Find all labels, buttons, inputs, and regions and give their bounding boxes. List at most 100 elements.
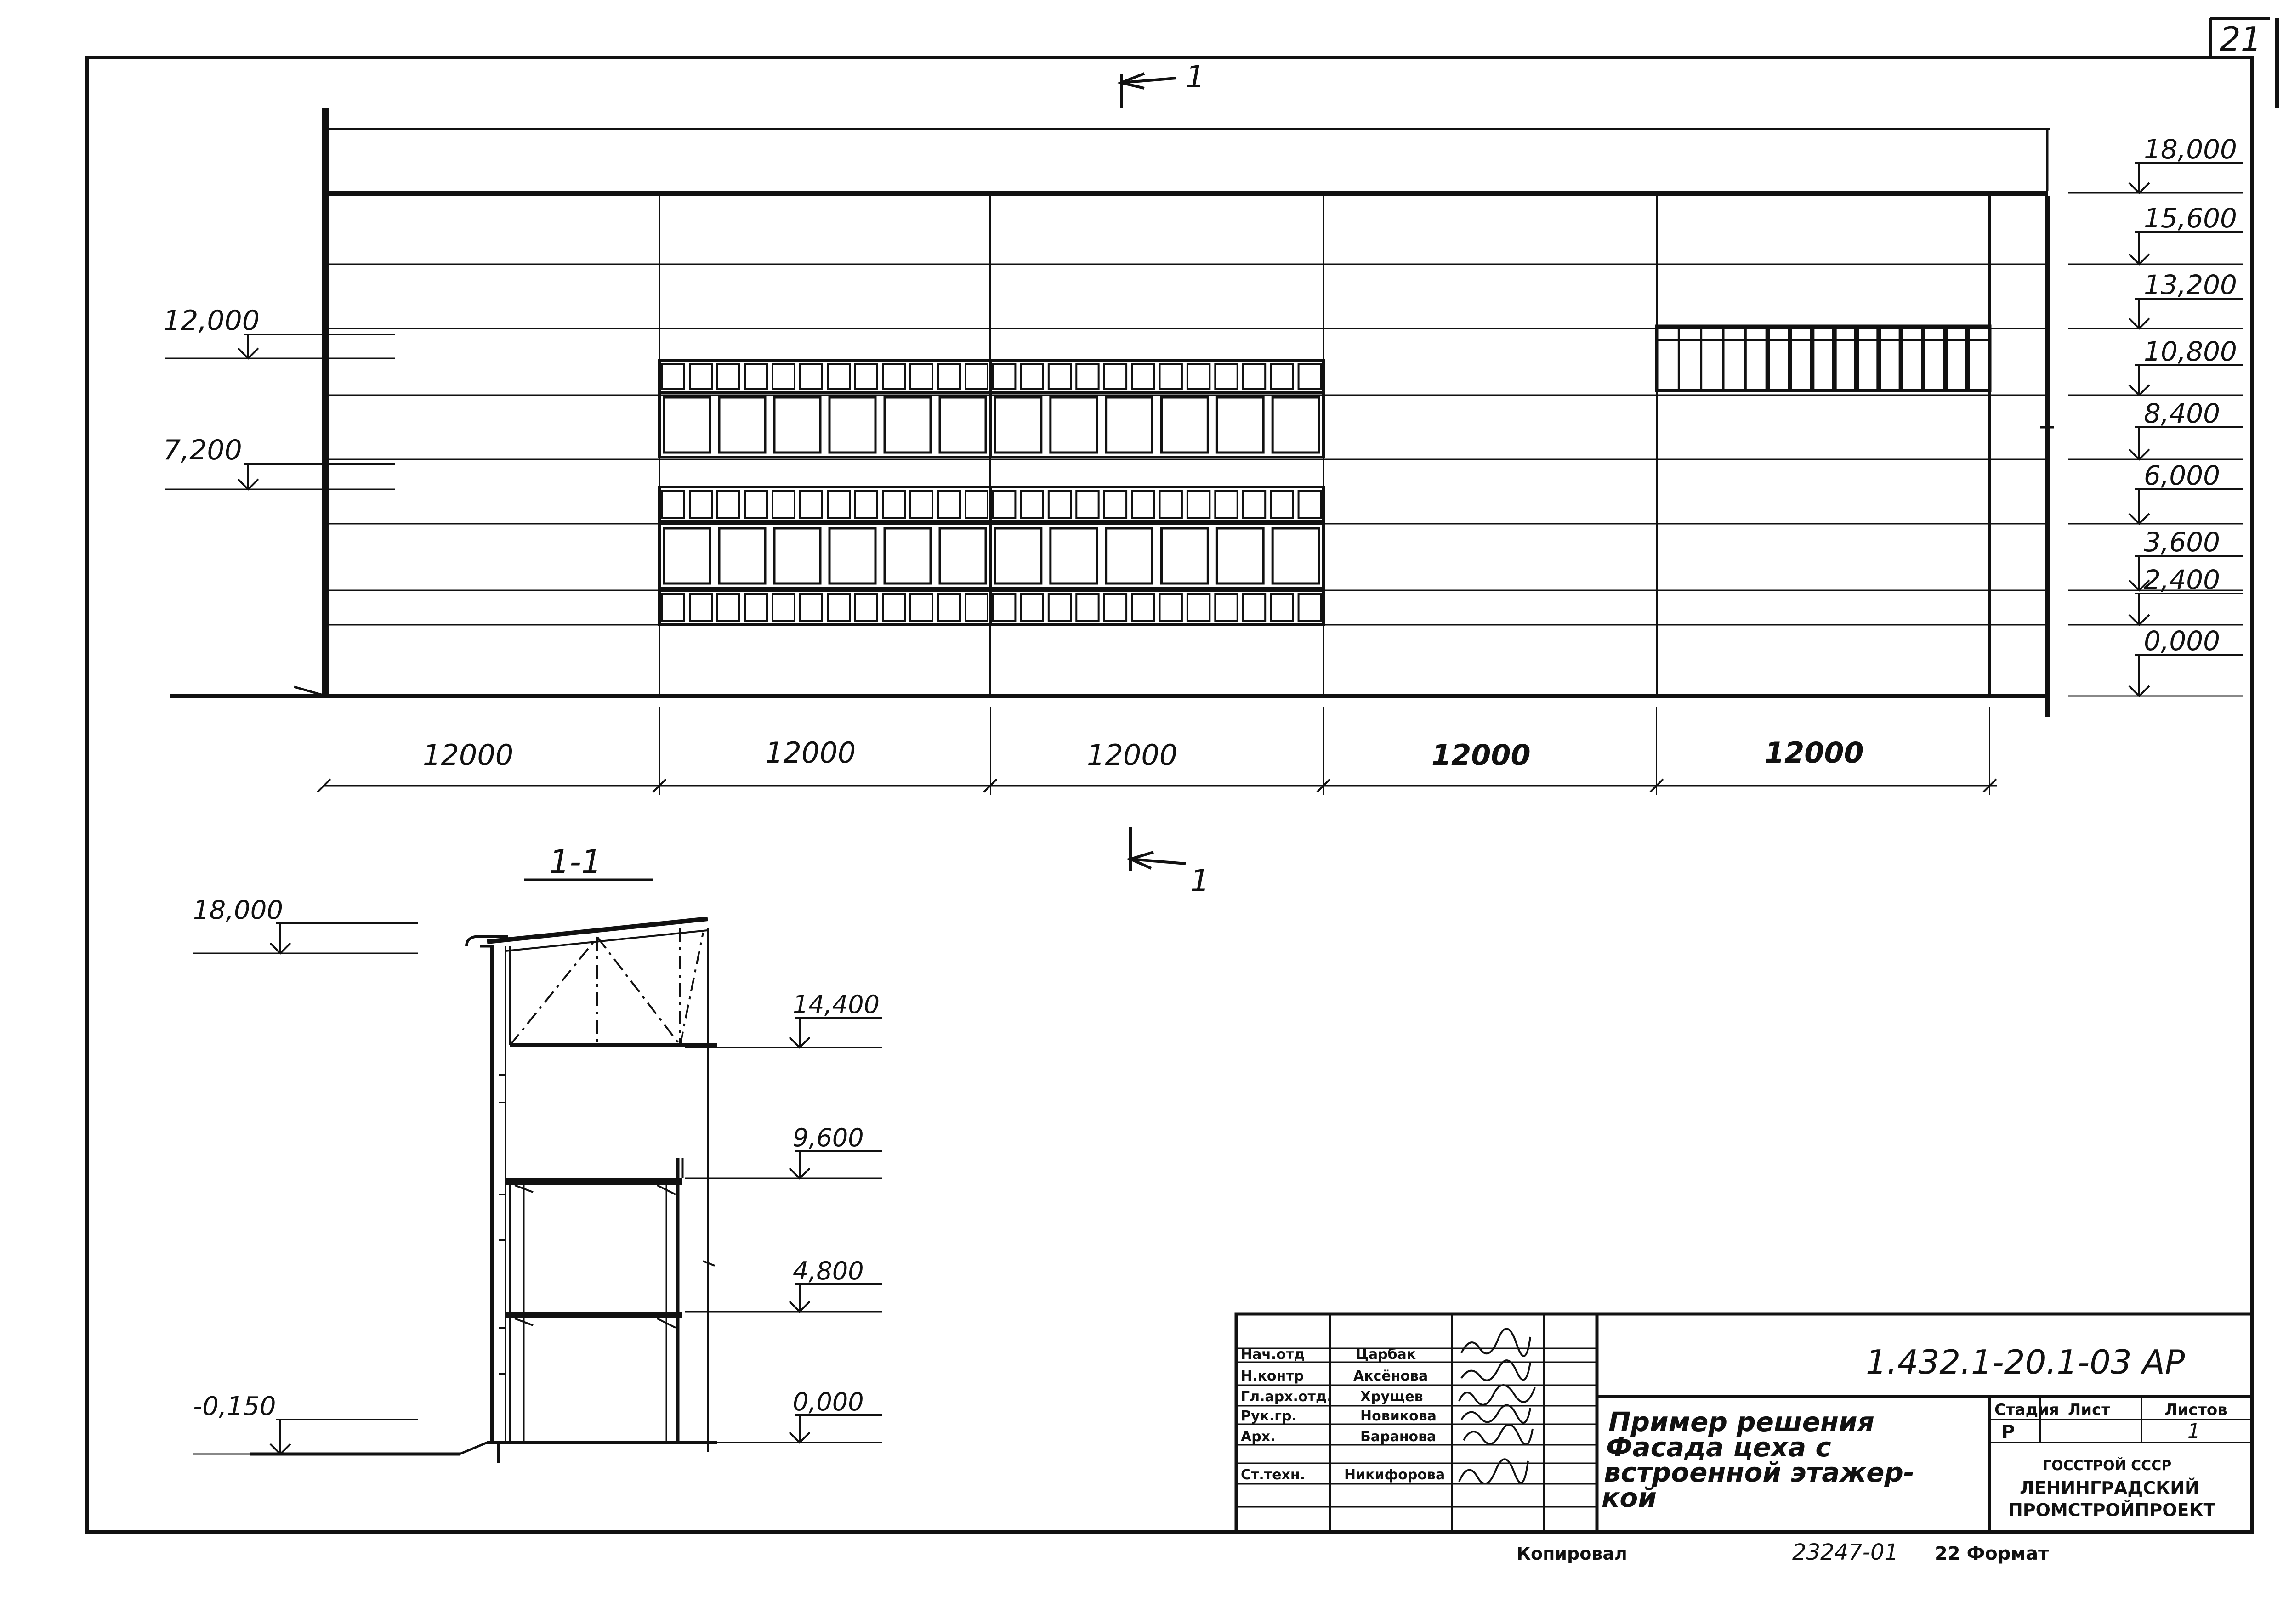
window-pane — [1160, 527, 1209, 585]
facade-level-right-5-label: 6,000 — [2144, 460, 2220, 491]
facade-level-right-7-label: 2,400 — [2144, 564, 2220, 595]
window-pane — [1242, 490, 1267, 519]
sheet-header: Лист — [2068, 1401, 2110, 1419]
window-pane — [1075, 593, 1100, 622]
role-2: Н.контр — [1241, 1368, 1304, 1384]
window-pane — [1103, 363, 1128, 390]
title-line-4: кой — [1602, 1482, 1657, 1513]
window-pane — [716, 593, 740, 622]
section-level-right-0-arrow — [789, 1036, 811, 1049]
window-pane — [661, 593, 685, 622]
window-pane — [854, 490, 878, 519]
facade-level-right-6-arrow — [2128, 579, 2150, 592]
clerestory-frame — [1655, 324, 1992, 392]
section-level-left-0-label: 18,000 — [193, 895, 283, 925]
document-code: 1.432.1-20.1-03 АР — [1866, 1343, 2185, 1381]
title-block-names: Царбак Аксёнова Хрущев Новикова Баранова… — [1344, 1347, 1445, 1483]
clerestory-window — [1655, 324, 1992, 392]
window-pane — [1047, 593, 1072, 622]
window-pane — [909, 363, 933, 390]
window-pane — [937, 363, 961, 390]
window-pane — [882, 593, 906, 622]
section-marker-bottom — [1126, 827, 1186, 871]
window-band-frame — [658, 589, 992, 626]
window-pane — [992, 363, 1017, 390]
section-level-right-1-label: 9,600 — [793, 1123, 864, 1152]
section-level-left-1-label: -0,150 — [193, 1392, 276, 1421]
window-pane — [965, 593, 988, 622]
window-pane — [689, 363, 713, 390]
sheets-value: 1 — [2187, 1420, 2200, 1443]
footer-copied: Копировал — [1517, 1544, 1627, 1564]
window-pane — [938, 396, 987, 454]
window-pane — [1075, 490, 1100, 519]
role-3: Гл.арх.отд. — [1241, 1389, 1332, 1405]
window-pane — [1242, 363, 1267, 390]
window-pane — [1214, 593, 1238, 622]
section-marker-bottom-label: 1 — [1190, 863, 1210, 899]
window-pane — [663, 527, 711, 585]
window-pane — [1186, 490, 1211, 519]
window-band-frame — [989, 391, 1325, 458]
section-title: 1-1 — [549, 843, 602, 881]
window-pane — [1214, 363, 1238, 390]
window-pane — [1271, 527, 1320, 585]
stage-value: Р — [2001, 1421, 2015, 1443]
facade-level-right-1-arrow — [2128, 253, 2150, 266]
facade-elevation — [170, 108, 2054, 717]
bay-dimension-4: 12000 — [1431, 738, 1531, 772]
facade-level-right-2-label: 13,200 — [2144, 269, 2237, 300]
stage-header: Стадия — [1994, 1401, 2059, 1419]
window-pane — [1270, 593, 1294, 622]
window-pane — [1131, 363, 1155, 390]
window-pane — [992, 490, 1017, 519]
facade-level-right-8-label: 0,000 — [2144, 625, 2220, 656]
window-pane — [1160, 396, 1209, 454]
window-pane — [1186, 593, 1211, 622]
window-pane — [1049, 527, 1098, 585]
bay-dimension-chain — [317, 707, 1997, 795]
section-level-right-3-label: 0,000 — [793, 1387, 864, 1416]
sheets-header: Листов — [2164, 1401, 2227, 1419]
section-level-right-1-arrow — [789, 1167, 811, 1180]
window-pane — [1214, 490, 1238, 519]
window-pane — [663, 396, 711, 454]
window-band-frame — [989, 486, 1325, 523]
org-line-1: ГОССТРОЙ СССР — [2043, 1457, 2171, 1474]
window-pane — [937, 490, 961, 519]
window-band-frame — [989, 589, 1325, 626]
window-pane — [938, 527, 987, 585]
window-pane — [772, 363, 795, 390]
window-band-frame — [658, 359, 992, 394]
window-pane — [883, 527, 932, 585]
window-pane — [1103, 490, 1128, 519]
window-pane — [1215, 527, 1265, 585]
window-pane — [992, 593, 1017, 622]
name-2: Аксёнова — [1353, 1368, 1428, 1384]
role-1: Нач.отд — [1241, 1347, 1305, 1363]
window-pane — [744, 490, 768, 519]
window-pane — [799, 593, 823, 622]
window-pane — [827, 593, 851, 622]
facade-level-marks: 18,00015,60013,20010,8008,4006,0003,6002… — [163, 134, 2243, 697]
section-level-right-2-arrow — [789, 1301, 811, 1313]
bay-dimension-2: 12000 — [765, 736, 856, 770]
window-pane — [661, 363, 685, 390]
window-pane — [1186, 363, 1211, 390]
window-band-frame — [989, 522, 1325, 589]
section-marker-top — [1117, 72, 1177, 108]
facade-level-right-4-label: 8,400 — [2144, 398, 2220, 429]
window-pane — [1159, 363, 1183, 390]
window-pane — [799, 490, 823, 519]
window-pane — [1131, 593, 1155, 622]
section-level-right-0-label: 14,400 — [793, 990, 880, 1019]
bay-dimension-1: 12000 — [423, 738, 513, 772]
name-3: Хрущев — [1360, 1389, 1423, 1405]
name-1: Царбак — [1356, 1347, 1416, 1363]
facade-level-right-6-label: 3,600 — [2144, 526, 2220, 558]
window-pane — [716, 490, 740, 519]
sheet-frame — [85, 17, 2279, 1534]
window-pane — [965, 490, 988, 519]
window-band-frame — [989, 359, 1325, 394]
